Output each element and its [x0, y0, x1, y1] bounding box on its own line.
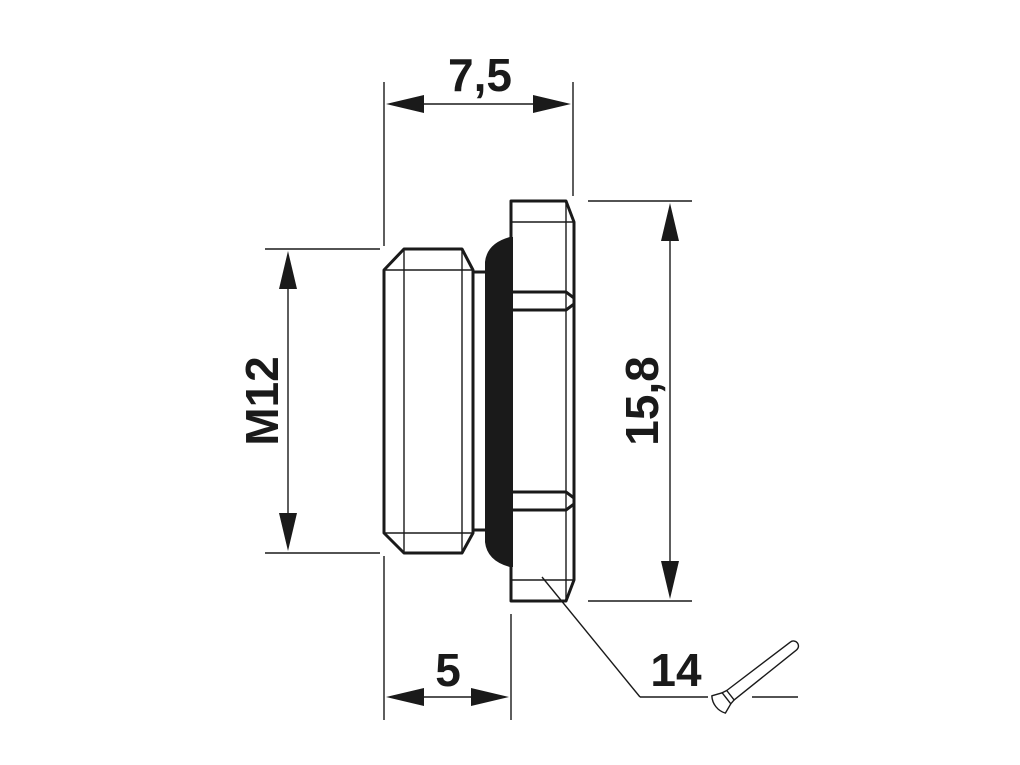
thread-label: M12	[236, 356, 288, 445]
wrench-icon	[711, 640, 800, 714]
body-length-label: 5	[435, 644, 461, 696]
dimension-hex-height: 15,8	[588, 200, 692, 602]
threaded-shank	[382, 247, 489, 555]
overall-length-label: 7,5	[448, 49, 512, 101]
dimension-body-length: 5	[383, 556, 512, 720]
hex-head	[509, 199, 576, 603]
wrench-size-label: 14	[650, 644, 702, 696]
dimension-thread: M12	[236, 248, 380, 554]
dimension-wrench-size: 14	[541, 576, 798, 698]
o-ring-seal	[485, 237, 513, 567]
hex-height-label: 15,8	[616, 356, 668, 446]
dimension-overall-length: 7,5	[383, 49, 574, 246]
